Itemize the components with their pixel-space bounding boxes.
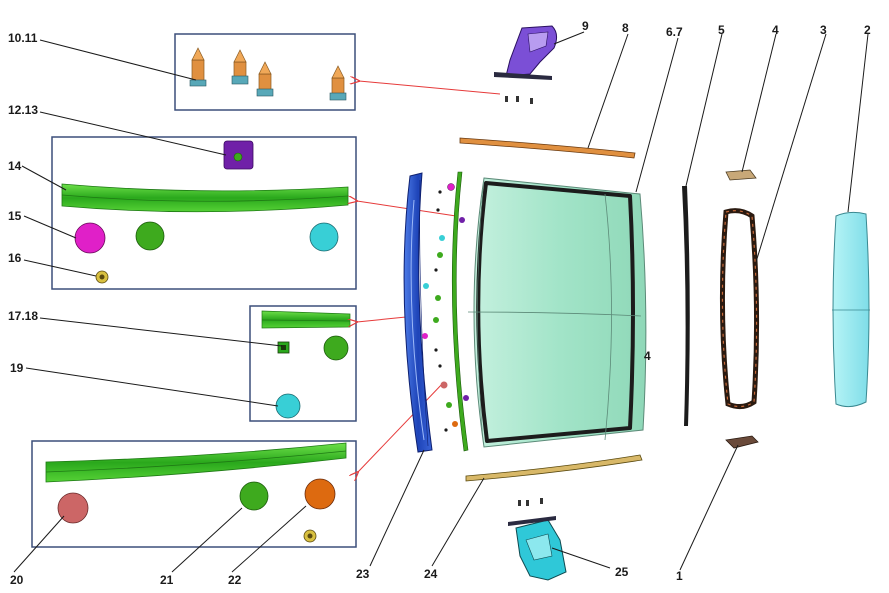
label-24: 24 bbox=[424, 567, 438, 581]
label-12-13: 12.13 bbox=[8, 103, 38, 117]
label-25: 25 bbox=[615, 565, 629, 579]
clip-19 bbox=[275, 393, 301, 419]
label-3: 3 bbox=[820, 23, 827, 37]
label-5: 5 bbox=[718, 23, 725, 37]
pillar-23 bbox=[403, 172, 433, 453]
bracket-25 bbox=[508, 498, 567, 581]
side-glass-2 bbox=[832, 211, 870, 408]
detail-box-lower-strip bbox=[31, 440, 357, 548]
detail-box-pins bbox=[174, 33, 356, 111]
pin-part bbox=[231, 49, 249, 85]
label-6-7: 6.7 bbox=[666, 25, 683, 39]
pin-part bbox=[256, 61, 274, 97]
label-21: 21 bbox=[160, 573, 174, 587]
label-23: 23 bbox=[356, 567, 370, 581]
label-4-glass: 4 bbox=[644, 349, 651, 363]
bracket-17-18 bbox=[277, 341, 290, 354]
label-8: 8 bbox=[622, 21, 629, 35]
clip-green bbox=[323, 335, 349, 361]
clip-column bbox=[422, 183, 469, 432]
bracket-12-13 bbox=[223, 140, 254, 170]
side-seal bbox=[451, 171, 469, 452]
detail-box-upper-strip bbox=[51, 136, 357, 290]
label-17-18: 17.18 bbox=[8, 309, 38, 323]
label-16: 16 bbox=[8, 251, 22, 265]
detail-box-middle bbox=[249, 305, 357, 422]
clip-cyan bbox=[309, 222, 339, 252]
pad-4-lower bbox=[725, 435, 759, 449]
clip-15 bbox=[74, 222, 106, 254]
clip-green bbox=[135, 221, 165, 251]
label-15: 15 bbox=[8, 209, 22, 223]
seal-5 bbox=[682, 186, 690, 426]
label-22: 22 bbox=[228, 573, 242, 587]
callout-labels: 10.11 12.13 14 15 16 17.18 19 20 21 22 2… bbox=[8, 19, 871, 587]
clip-22 bbox=[304, 478, 336, 510]
frame-seal-3 bbox=[719, 208, 760, 410]
label-20: 20 bbox=[10, 573, 24, 587]
label-1: 1 bbox=[676, 569, 683, 583]
label-10-11: 10.11 bbox=[8, 31, 38, 45]
pin-part bbox=[329, 65, 347, 101]
windshield-glass-6-7 bbox=[467, 177, 647, 448]
lower-garnish-24 bbox=[465, 454, 643, 482]
upper-garnish-8 bbox=[459, 137, 636, 159]
label-19: 19 bbox=[10, 361, 24, 375]
clip-20 bbox=[57, 492, 89, 524]
label-2: 2 bbox=[864, 23, 871, 37]
pad-4-upper bbox=[725, 169, 757, 181]
clip-21 bbox=[239, 481, 269, 511]
nut bbox=[303, 529, 317, 543]
leader-lines bbox=[13, 31, 869, 573]
label-14: 14 bbox=[8, 159, 22, 173]
bracket-9 bbox=[494, 25, 558, 104]
label-4: 4 bbox=[772, 23, 779, 37]
pin-part bbox=[189, 47, 207, 87]
label-9: 9 bbox=[582, 19, 589, 33]
nut-16 bbox=[95, 270, 109, 284]
